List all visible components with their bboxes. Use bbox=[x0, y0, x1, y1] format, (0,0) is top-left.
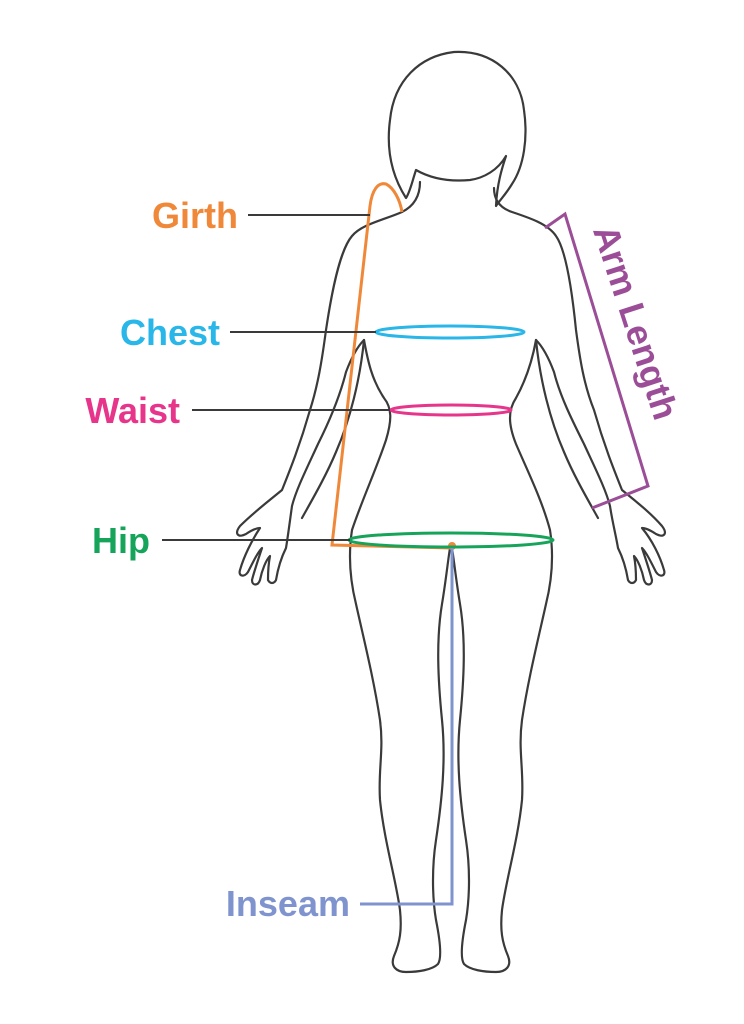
chest-label: Chest bbox=[120, 312, 220, 353]
body-left-outline bbox=[236, 180, 452, 974]
arm-inner-left bbox=[300, 338, 366, 520]
arm-length-bracket bbox=[544, 211, 650, 510]
inseam-line bbox=[360, 548, 454, 906]
inseam-label: Inseam bbox=[226, 883, 350, 924]
head-outline bbox=[387, 50, 527, 208]
waist-ring bbox=[389, 403, 513, 417]
girth-label: Girth bbox=[152, 195, 238, 236]
waist-label: Waist bbox=[85, 390, 180, 431]
girth-line bbox=[330, 182, 453, 550]
body-silhouette bbox=[236, 50, 666, 974]
arm-length-label: Arm Length bbox=[585, 220, 686, 425]
body-right-outline bbox=[450, 186, 666, 974]
arm-inner-right bbox=[534, 338, 600, 520]
chest-ring bbox=[374, 324, 526, 340]
hip-label: Hip bbox=[92, 520, 150, 561]
